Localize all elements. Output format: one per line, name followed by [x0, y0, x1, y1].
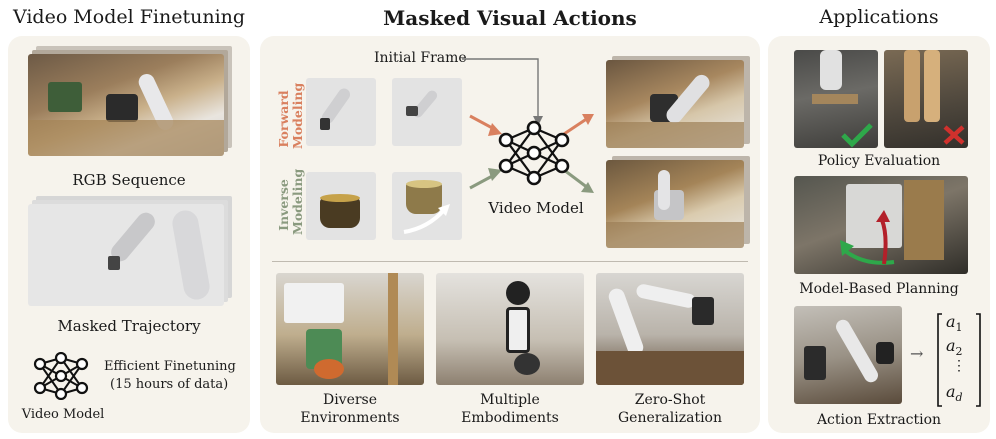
rgb-sequence-label: RGB Sequence — [72, 171, 186, 189]
arrow-to-actions: → — [910, 344, 924, 363]
inverse-output-image — [606, 160, 744, 248]
forward-output-image — [606, 60, 744, 148]
action-matrix-brackets — [937, 313, 981, 407]
policy-success-image — [794, 50, 878, 148]
diverse-line1: Diverse — [322, 392, 378, 408]
zero-shot-line2: Generalization — [617, 410, 723, 426]
masked-trajectory-label: Masked Trajectory — [57, 317, 201, 335]
embodiments-line2: Embodiments — [461, 410, 559, 426]
action-extraction-label: Action Extraction — [816, 412, 942, 428]
center-divider — [272, 261, 748, 262]
diverse-line2: Environments — [300, 410, 400, 426]
finetuning-line2: (15 hours of data) — [110, 377, 229, 392]
initial-frame-arrow — [462, 58, 543, 126]
model-based-planning-label: Model-Based Planning — [799, 281, 959, 297]
forward-masked-frame-2 — [392, 78, 462, 146]
finetuning-title: Video Model Finetuning — [12, 6, 246, 28]
model-based-planning-image — [794, 176, 968, 274]
action-ellipsis: ⋮ — [952, 358, 966, 374]
masked-actions-title: Masked Visual Actions — [383, 6, 637, 30]
neural-network-icon — [33, 352, 89, 400]
masked-trajectory-image — [28, 204, 224, 306]
diverse-environments-image — [276, 273, 424, 385]
policy-failure-image — [884, 50, 968, 148]
inverse-pot-frame-1 — [306, 172, 376, 240]
policy-evaluation-label: Policy Evaluation — [817, 153, 941, 169]
finetuning-line1: Efficient Finetuning — [104, 359, 236, 374]
rgb-sequence-image — [28, 54, 224, 156]
planning-arrows — [840, 210, 895, 265]
center-video-model-label: Video Model — [488, 199, 584, 217]
action-extraction-image — [794, 306, 902, 404]
forward-masked-frame-1 — [306, 78, 376, 146]
video-model-network-icon — [498, 120, 570, 186]
zero-shot-line1: Zero-Shot — [634, 392, 706, 408]
cross-icon — [943, 125, 965, 145]
multiple-embodiments-image — [436, 273, 584, 385]
action-ad: ad — [946, 382, 963, 405]
left-video-model-label: Video Model — [21, 407, 105, 422]
applications-title: Applications — [819, 6, 939, 28]
check-icon — [841, 123, 873, 148]
action-a2: a2 — [946, 336, 963, 359]
zero-shot-generalization-image — [596, 273, 744, 385]
embodiments-line1: Multiple — [480, 392, 540, 408]
inverse-pot-frame-2 — [392, 172, 462, 240]
action-a1: a1 — [946, 312, 963, 335]
model-flow-arrows — [469, 114, 594, 193]
initial-frame-label: Initial Frame — [374, 50, 467, 66]
